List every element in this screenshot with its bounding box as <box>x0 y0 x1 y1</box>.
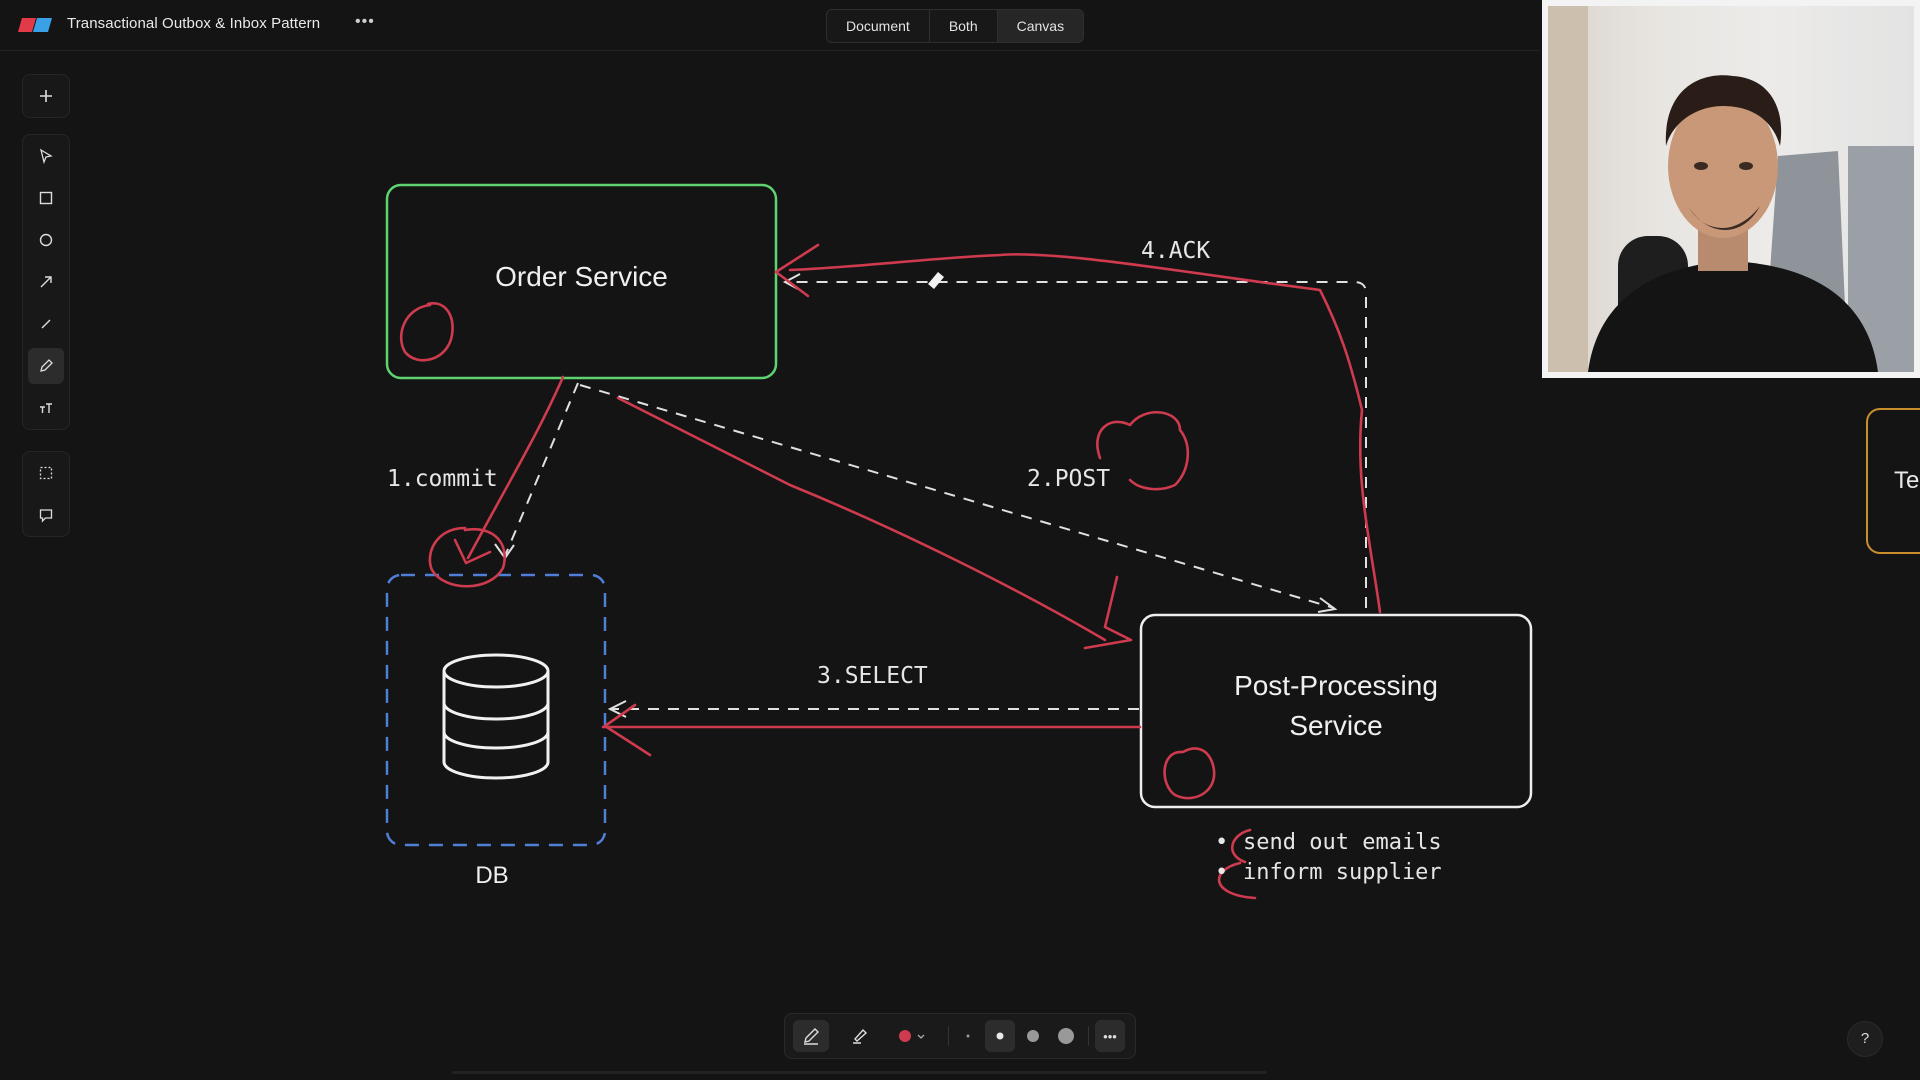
ink-circle-post <box>1163 747 1216 800</box>
connector-arrowheads <box>494 273 1338 718</box>
tab-both[interactable]: Both <box>930 10 998 42</box>
ellipse-tool[interactable] <box>28 222 64 258</box>
rectangle-icon <box>39 191 53 205</box>
ink-circle-commit <box>428 526 506 588</box>
document-title[interactable]: Transactional Outbox & Inbox Pattern <box>67 15 321 32</box>
ink-circle-order <box>399 302 454 362</box>
comment-tool[interactable] <box>28 497 64 533</box>
pen-tool[interactable] <box>793 1020 829 1052</box>
step-1-label: 1.commit <box>387 466 498 492</box>
order-service-title: Order Service <box>495 261 668 292</box>
size-dot-xs-icon <box>966 1034 970 1038</box>
pen-options-toolbar: ••• <box>784 1013 1136 1059</box>
text-tool[interactable] <box>28 390 64 426</box>
tab-document[interactable]: Document <box>827 10 930 42</box>
size-dot-s-icon <box>996 1032 1004 1040</box>
task-send-emails: send out emails <box>1215 828 1442 858</box>
ink-ack-arrow <box>788 253 1382 614</box>
help-button[interactable]: ? <box>1847 1021 1883 1057</box>
ack-connector <box>786 281 1367 608</box>
ink-annotations <box>399 243 1382 900</box>
post-processing-title-line1: Post-Processing <box>1234 670 1438 701</box>
comment-icon <box>39 509 53 523</box>
ink-bracket-3 <box>1096 410 1190 491</box>
highlighter-icon <box>853 1028 868 1044</box>
pencil-cursor-icon <box>928 272 944 289</box>
color-picker[interactable] <box>893 1020 933 1052</box>
add-button[interactable] <box>28 78 64 114</box>
select-tool[interactable] <box>28 138 64 174</box>
presenter-image <box>1548 6 1914 372</box>
size-dot-m-icon <box>1027 1030 1039 1042</box>
frame-icon <box>39 466 53 480</box>
more-pen-options[interactable]: ••• <box>1095 1020 1125 1052</box>
color-swatch-icon <box>899 1030 925 1042</box>
step-3-label: 3.SELECT <box>817 663 928 689</box>
pen-icon <box>804 1028 819 1045</box>
select-arrow-icon <box>39 148 53 164</box>
partial-card[interactable]: Te <box>1866 408 1920 554</box>
dashed-connectors <box>504 281 1367 710</box>
post-processing-tasks: send out emails inform supplier <box>1215 828 1442 888</box>
view-mode-toggle: Document Both Canvas <box>826 9 1085 43</box>
size-dot-l-icon <box>1058 1028 1074 1044</box>
ellipse-icon <box>39 233 53 247</box>
top-bar: Transactional Outbox & Inbox Pattern •••… <box>0 0 1540 51</box>
stroke-size-m[interactable] <box>1018 1020 1048 1052</box>
toolbar-add-group <box>22 74 70 118</box>
stroke-size-l[interactable] <box>1051 1020 1081 1052</box>
post-processing-title-line2: Service <box>1289 710 1383 741</box>
webcam-overlay <box>1542 0 1920 378</box>
post-processing-service-box[interactable] <box>1139 613 1533 809</box>
horizontal-scrollbar[interactable] <box>452 1071 1267 1074</box>
app-logo <box>18 18 52 32</box>
stroke-size-s[interactable] <box>985 1020 1015 1052</box>
text-icon <box>40 403 52 413</box>
more-options-icon[interactable]: ••• <box>355 13 375 30</box>
arrow-tool[interactable] <box>28 264 64 300</box>
stroke-size-xs[interactable] <box>955 1020 981 1052</box>
partial-card-text: Te <box>1894 467 1920 494</box>
step-4-label: 4.ACK <box>1141 238 1211 264</box>
presenter-video <box>1548 6 1914 372</box>
ink-post-head <box>1083 575 1133 650</box>
ink-post-arrow <box>616 396 1107 642</box>
step-2-label: 2.POST <box>1027 466 1111 492</box>
task-inform-supplier: inform supplier <box>1215 858 1442 888</box>
db-box[interactable] <box>385 573 607 847</box>
database-icon <box>442 653 550 780</box>
frame-tool[interactable] <box>28 455 64 491</box>
ink-commit-head <box>453 538 492 565</box>
db-label: DB <box>475 862 509 889</box>
ink-ack-head <box>774 243 820 298</box>
post-connector <box>579 384 1335 609</box>
add-icon <box>40 90 52 102</box>
ink-select-head <box>603 703 652 757</box>
rectangle-tool[interactable] <box>28 180 64 216</box>
tab-canvas[interactable]: Canvas <box>997 10 1084 42</box>
highlighter-tool[interactable] <box>841 1020 877 1052</box>
order-service-box[interactable] <box>385 183 778 380</box>
line-tool[interactable] <box>28 306 64 342</box>
pencil-icon <box>40 359 53 372</box>
pencil-tool[interactable] <box>28 348 64 384</box>
toolbar-draw-group <box>22 134 70 430</box>
line-icon <box>41 319 51 329</box>
toolbar-extra-group <box>22 451 70 537</box>
arrow-icon <box>40 276 52 288</box>
